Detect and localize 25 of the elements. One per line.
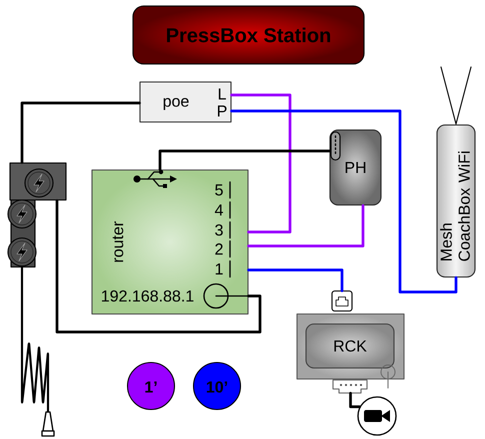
cable <box>56 199 262 334</box>
cable <box>158 150 331 171</box>
power-strip <box>7 162 67 268</box>
port-number: 5 <box>215 184 223 196</box>
title-banner: PressBox Station <box>132 5 365 65</box>
port-number: 1 <box>216 264 223 274</box>
port-number: 3 <box>215 224 223 236</box>
cable <box>230 94 292 234</box>
port-label: P <box>218 106 226 116</box>
cable <box>247 268 344 292</box>
device-box: PH <box>329 129 382 206</box>
port-number: 4 <box>214 204 223 216</box>
port-label: L <box>218 88 226 100</box>
legend-label: 1’ <box>145 382 157 392</box>
device-box: RCK <box>296 313 405 380</box>
legend-label: 10’ <box>206 381 228 393</box>
plug <box>41 411 55 437</box>
cable <box>230 110 458 294</box>
cable <box>247 204 364 248</box>
power-cord <box>20 266 50 413</box>
cable <box>20 102 141 164</box>
port-number: 2 <box>215 243 223 255</box>
ip-address: 192.168.88.1 <box>102 290 194 302</box>
cable <box>349 392 361 408</box>
device-box: Mesh CoachBox WiFi <box>436 124 476 278</box>
